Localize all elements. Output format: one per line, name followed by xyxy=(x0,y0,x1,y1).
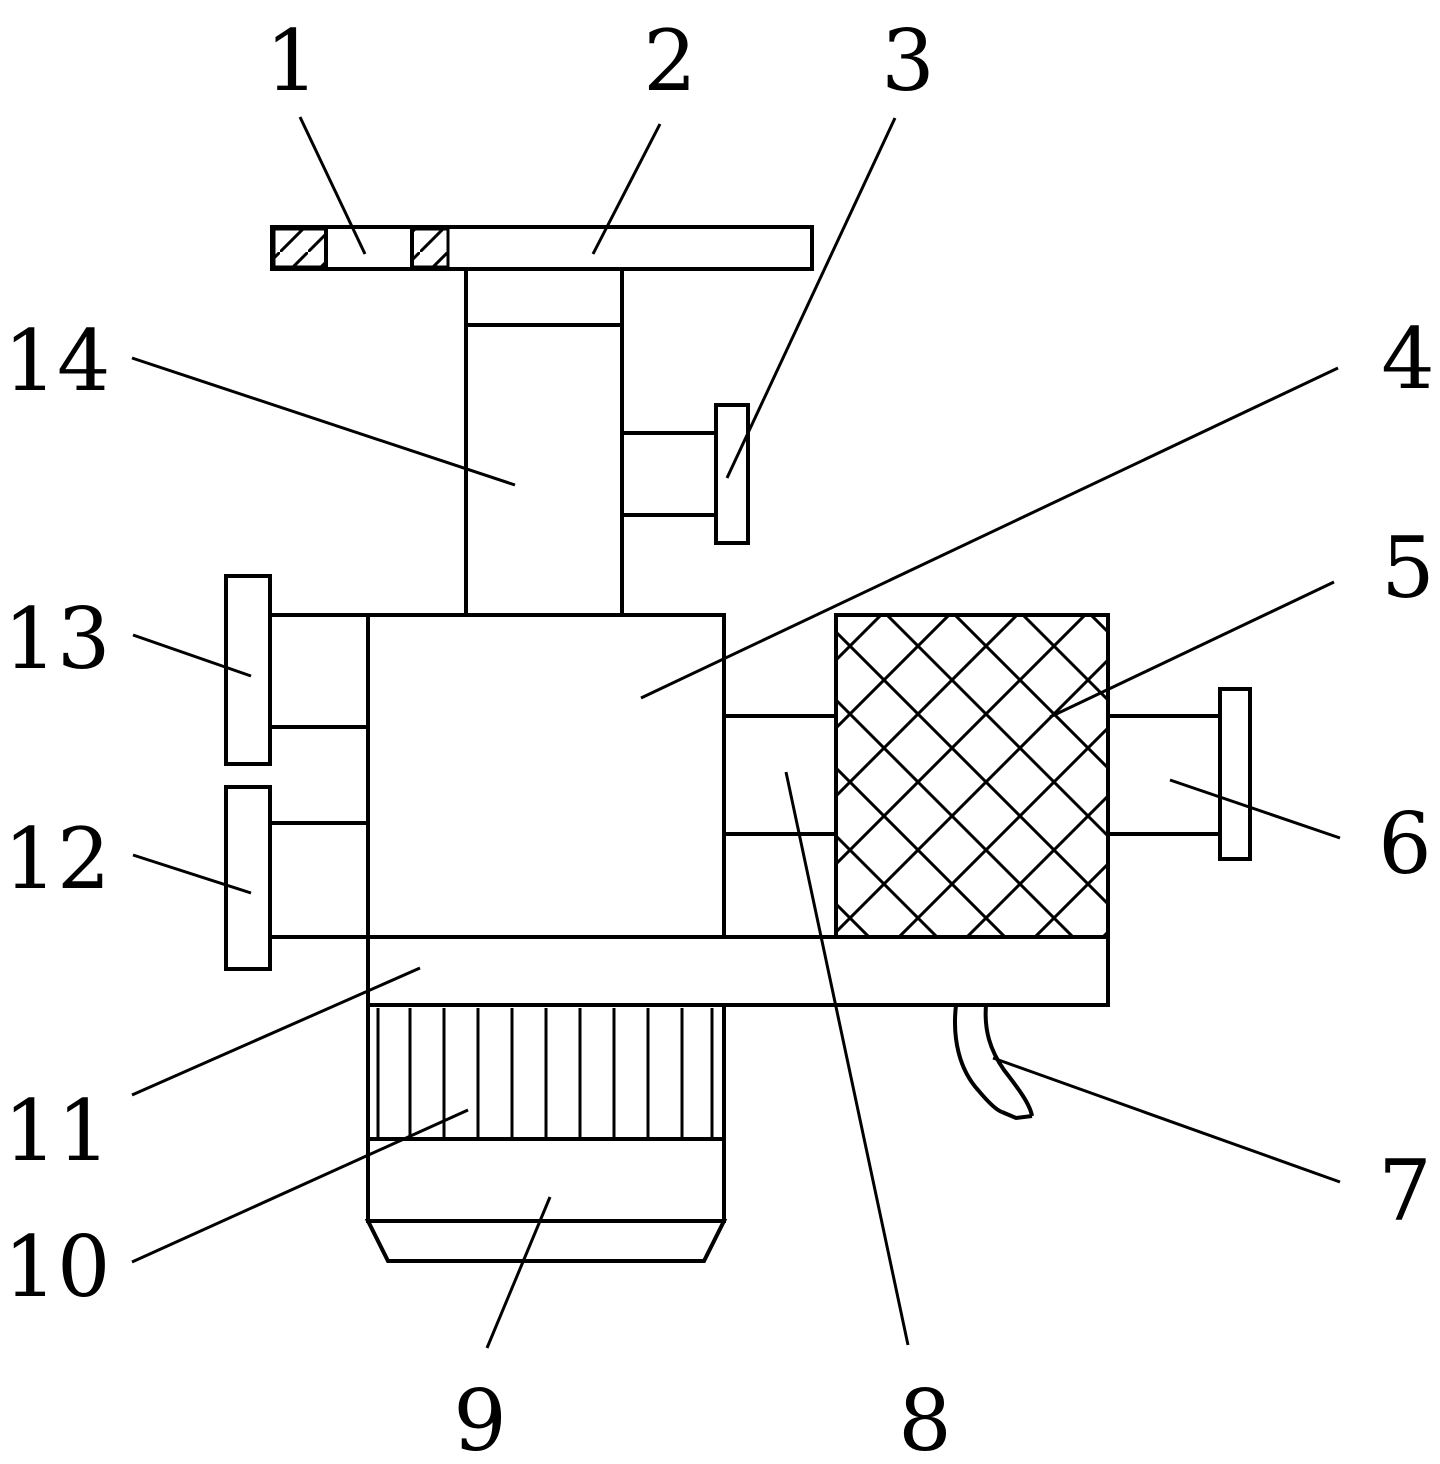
hatched-section-right xyxy=(410,227,450,269)
label-7: 7 xyxy=(1378,1142,1431,1240)
label-14: 14 xyxy=(4,312,111,410)
main-housing xyxy=(366,613,726,939)
motor-base xyxy=(364,1137,728,1263)
top-plate xyxy=(270,225,814,271)
label-9: 9 xyxy=(453,1372,506,1459)
label-10: 10 xyxy=(4,1218,111,1316)
right-knob xyxy=(1106,687,1252,861)
label-6: 6 xyxy=(1378,795,1431,893)
label-8: 8 xyxy=(898,1372,951,1459)
left-knob-lower xyxy=(224,785,370,971)
side-knob-upper xyxy=(620,403,750,545)
finned-motor xyxy=(366,1003,726,1141)
outlet-pipe xyxy=(953,1004,1034,1121)
mesh-block xyxy=(834,613,1110,939)
vertical-column xyxy=(464,267,624,617)
label-4: 4 xyxy=(1381,310,1434,408)
hatched-section-left xyxy=(272,227,328,269)
label-5: 5 xyxy=(1381,519,1434,617)
left-knob-upper xyxy=(224,574,370,766)
label-3: 3 xyxy=(881,12,934,110)
label-12: 12 xyxy=(4,810,111,908)
part-labels: 1 2 3 14 4 13 5 12 6 11 7 10 9 8 xyxy=(4,12,1435,1464)
base-plate xyxy=(366,935,1110,1007)
label-13: 13 xyxy=(4,590,111,688)
leader-lines xyxy=(131,116,1341,1349)
label-11: 11 xyxy=(4,1082,111,1180)
label-1: 1 xyxy=(265,12,318,110)
label-2: 2 xyxy=(643,12,696,110)
connector-shaft xyxy=(722,714,838,836)
